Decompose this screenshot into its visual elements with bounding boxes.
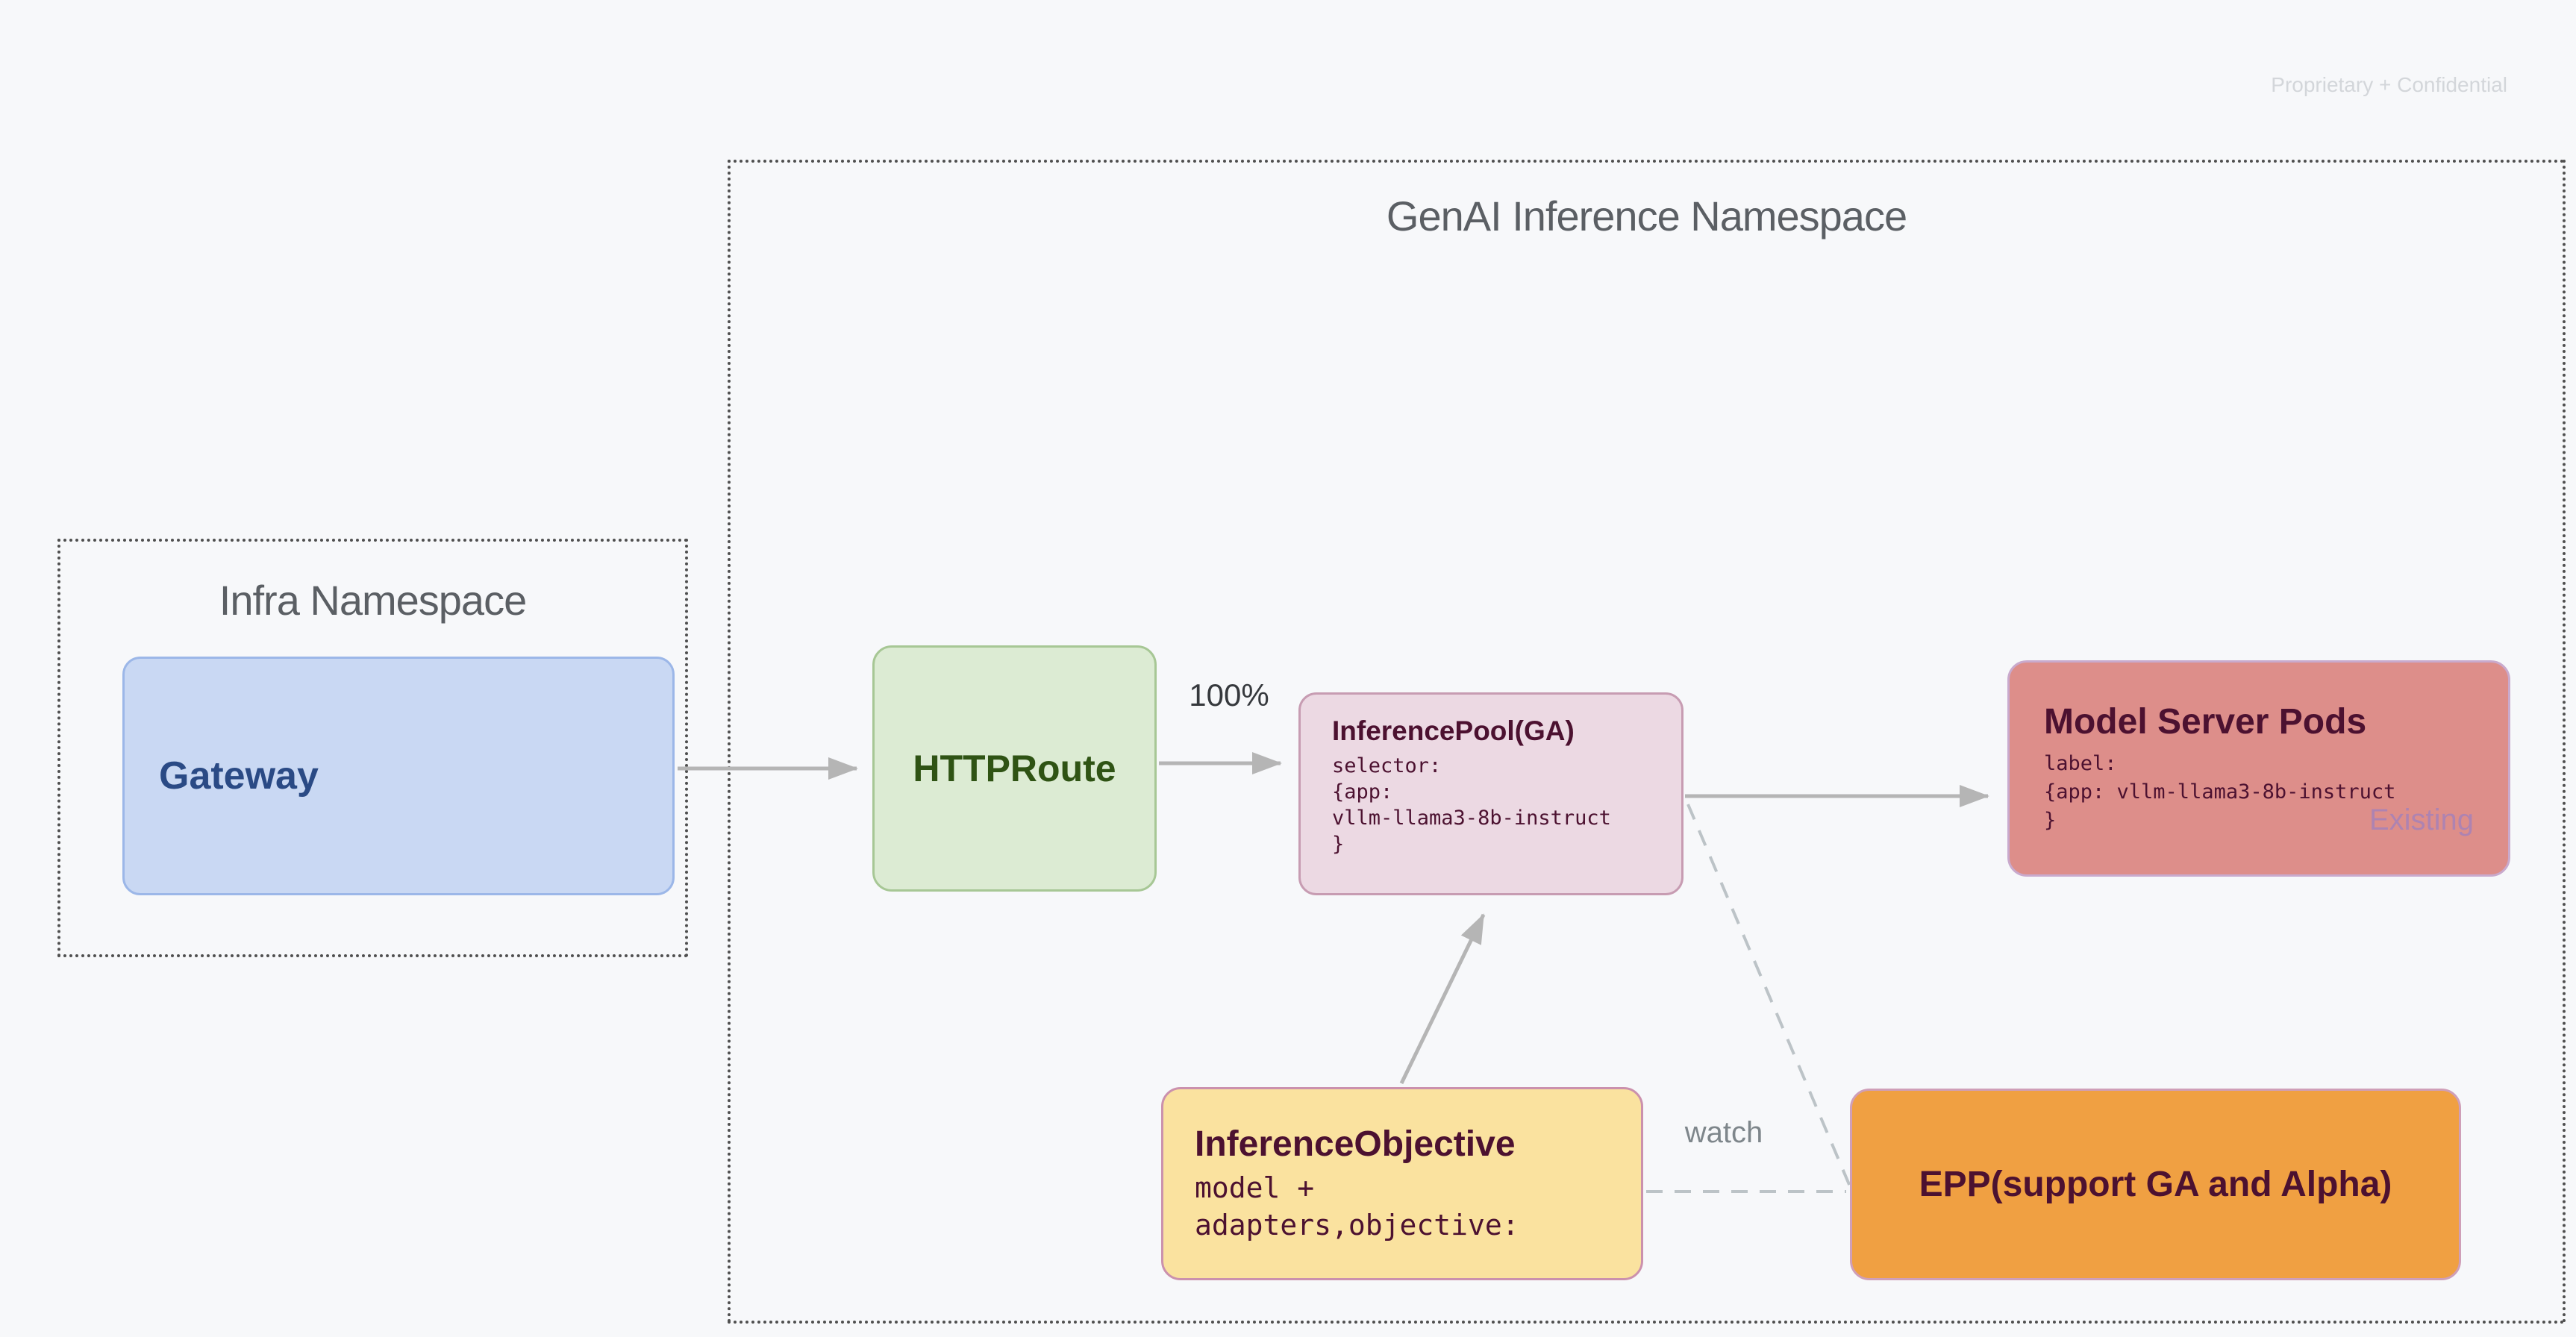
watch-label: watch [1684,1116,1763,1149]
inferencepool-selector-code: selector: {app: vllm-llama3-8b-instruct … [1332,754,1611,856]
inferencepool-node: InferencePool(GA) selector: {app: vllm-l… [1298,692,1684,895]
gateway-node-label: Gateway [159,754,319,798]
epp-node-label: EPP(support GA and Alpha) [1919,1165,2392,1204]
infra-namespace-title: Infra Namespace [219,577,527,624]
inferenceobjective-node: InferenceObjective model + adapters,obje… [1161,1087,1643,1280]
genai-namespace-box: GenAI Inference Namespace [728,160,2566,1324]
inferenceobjective-model-code: model + adapters,objective: [1195,1171,1519,1242]
gateway-node: Gateway [122,657,675,895]
confidentiality-watermark: Proprietary + Confidential [2271,73,2507,96]
traffic-percent-label: 100% [1189,677,1269,713]
model-server-pods-node-label: Model Server Pods [2044,702,2367,742]
existing-status-tag: Existing [2369,804,2474,836]
infra-namespace-box: Infra Namespace [57,539,688,957]
model-server-pods-label-code: label: {app: vllm-llama3-8b-instruct } [2044,752,2396,832]
epp-node: EPP(support GA and Alpha) [1850,1089,2461,1280]
genai-namespace-title: GenAI Inference Namespace [1386,192,1907,239]
httproute-node: HTTPRoute [872,645,1157,892]
model-server-pods-node: Model Server Pods label: {app: vllm-llam… [2007,660,2510,877]
inferencepool-node-label: InferencePool(GA) [1332,716,1575,746]
httproute-node-label: HTTPRoute [913,748,1116,789]
inferenceobjective-node-label: InferenceObjective [1195,1124,1516,1164]
